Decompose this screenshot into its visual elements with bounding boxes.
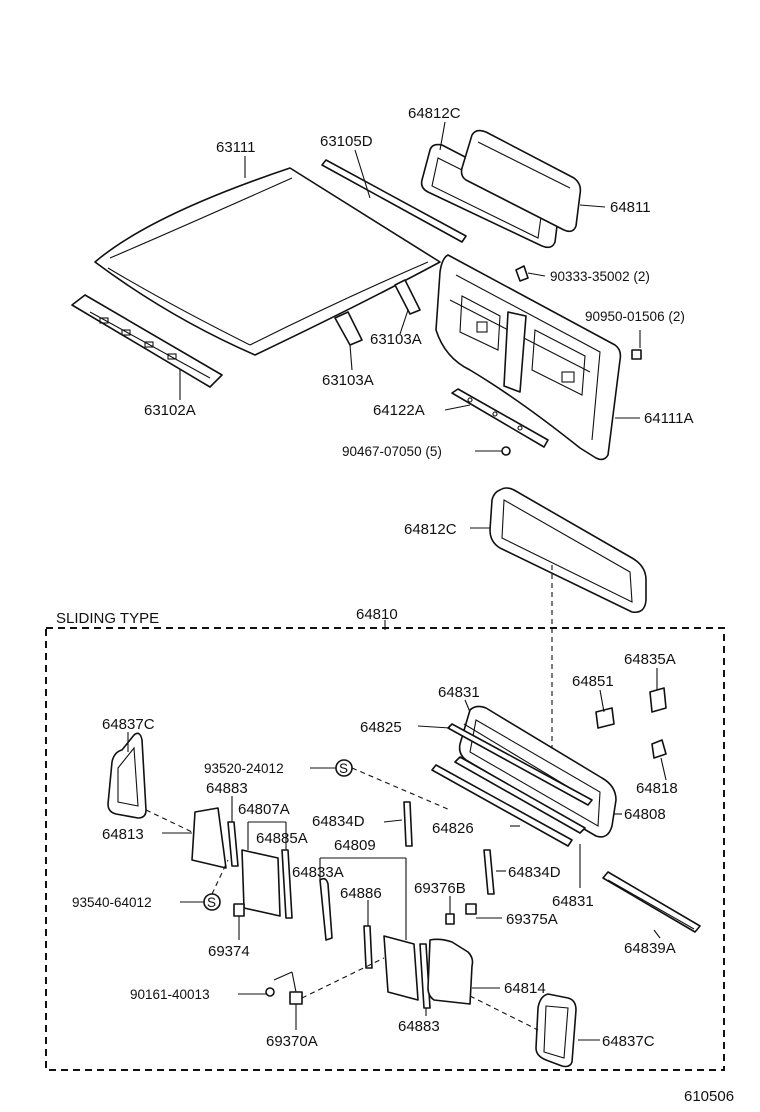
screw-symbol-93540: S bbox=[203, 893, 221, 911]
clip-69376B bbox=[445, 913, 455, 925]
label-64825: 64825 bbox=[360, 719, 402, 736]
label-64811: 64811 bbox=[610, 199, 651, 216]
label-64883-top: 64883 bbox=[206, 780, 248, 797]
strip-64834D-left bbox=[403, 801, 413, 847]
screw-symbol-text-2: S bbox=[207, 895, 216, 910]
label-90333: 90333-35002 (2) bbox=[550, 269, 650, 284]
weatherstrip-63105D bbox=[321, 159, 467, 243]
pad-64835A bbox=[649, 687, 667, 713]
label-69374: 69374 bbox=[208, 943, 250, 960]
label-63111: 63111 bbox=[216, 139, 256, 156]
roof-panel-63111 bbox=[94, 167, 441, 356]
channel-64826 bbox=[431, 756, 586, 847]
label-64111A: 64111A bbox=[644, 410, 694, 427]
glass-64807A bbox=[241, 849, 281, 917]
roof-rail-63103A bbox=[334, 279, 421, 346]
clip-69370A bbox=[289, 991, 303, 1005]
quarter-glass-64814 bbox=[427, 938, 474, 1005]
label-69376B: 69376B bbox=[414, 880, 466, 897]
label-64810: 64810 bbox=[356, 606, 398, 623]
label-90161: 90161-40013 bbox=[130, 987, 210, 1002]
label-64886: 64886 bbox=[340, 885, 382, 902]
label-64837C-left: 64837C bbox=[102, 716, 155, 733]
strip-64886 bbox=[363, 925, 373, 969]
clip-69375A bbox=[465, 903, 477, 915]
label-63103A-2: 63103A bbox=[322, 372, 374, 389]
label-93540: 93540-64012 bbox=[72, 895, 152, 910]
label-63102A: 63102A bbox=[144, 402, 196, 419]
quarter-glass-64837C-right bbox=[535, 993, 577, 1068]
strip-64834D-right bbox=[483, 849, 495, 895]
label-64807A: 64807A bbox=[238, 801, 290, 818]
strip-64833A bbox=[319, 877, 333, 941]
label-64837C-right: 64837C bbox=[602, 1033, 655, 1050]
clip-69374 bbox=[233, 903, 245, 917]
bracket-64122A bbox=[451, 388, 549, 448]
label-63105D: 63105D bbox=[320, 133, 373, 150]
label-64826: 64826 bbox=[432, 820, 474, 837]
label-90950: 90950-01506 (2) bbox=[585, 309, 685, 324]
label-93520: 93520-24012 bbox=[204, 761, 284, 776]
nut-90950 bbox=[631, 349, 642, 360]
section-title: SLIDING TYPE bbox=[56, 610, 159, 627]
label-64818: 64818 bbox=[636, 780, 678, 797]
label-64831-bottom: 64831 bbox=[552, 893, 594, 910]
upper-leaders bbox=[179, 121, 641, 452]
sliding-type-frame bbox=[45, 627, 725, 1071]
label-69370A: 69370A bbox=[266, 1033, 318, 1050]
label-64885A: 64885A bbox=[256, 830, 308, 847]
label-64122A: 64122A bbox=[373, 402, 425, 419]
label-64834D-left: 64834D bbox=[312, 813, 365, 830]
screw-90161 bbox=[265, 987, 275, 997]
label-64851: 64851 bbox=[572, 673, 614, 690]
label-64831-top: 64831 bbox=[438, 684, 480, 701]
figure-number: 610506 bbox=[684, 1088, 734, 1105]
label-64833A: 64833A bbox=[292, 864, 344, 881]
labels: 63111 63105D 64812C 64811 90333-35002 (2… bbox=[56, 105, 734, 1105]
screw-symbol-text-1: S bbox=[339, 761, 348, 776]
label-63103A-1: 63103A bbox=[370, 331, 422, 348]
header-panel-63102A bbox=[71, 294, 223, 388]
back-glass-64811 bbox=[460, 129, 582, 233]
label-64812C-top: 64812C bbox=[408, 105, 461, 122]
quarter-glass-64837C-left bbox=[107, 732, 147, 819]
label-64812C-mid: 64812C bbox=[404, 521, 457, 538]
label-90467: 90467-07050 (5) bbox=[342, 444, 442, 459]
strip-64883-bottom bbox=[419, 943, 431, 1009]
strip-64883-top bbox=[227, 821, 239, 867]
label-69375A: 69375A bbox=[506, 911, 558, 928]
bracket-64851 bbox=[595, 707, 615, 729]
label-64834D-right: 64834D bbox=[508, 864, 561, 881]
label-64835A: 64835A bbox=[624, 651, 676, 668]
glass-seal-64812C-mid bbox=[470, 487, 647, 760]
label-64839A: 64839A bbox=[624, 940, 676, 957]
label-64813: 64813 bbox=[102, 826, 144, 843]
back-panel-64111A bbox=[435, 254, 622, 461]
lower-leaders bbox=[127, 668, 667, 1041]
label-64814: 64814 bbox=[504, 980, 546, 997]
screw-90467 bbox=[501, 446, 511, 456]
label-64809: 64809 bbox=[334, 837, 376, 854]
rail-64839A bbox=[602, 871, 701, 933]
clip-64818 bbox=[651, 739, 667, 759]
label-64808: 64808 bbox=[624, 806, 666, 823]
clip-90333 bbox=[515, 265, 529, 282]
label-64883-bottom: 64883 bbox=[398, 1018, 440, 1035]
sliding-glass-64809 bbox=[383, 935, 419, 1001]
quarter-glass-64813 bbox=[191, 807, 227, 869]
strip-64885A bbox=[281, 849, 293, 919]
screw-symbol-93520: S bbox=[335, 759, 353, 777]
channel-64825 bbox=[447, 723, 593, 806]
